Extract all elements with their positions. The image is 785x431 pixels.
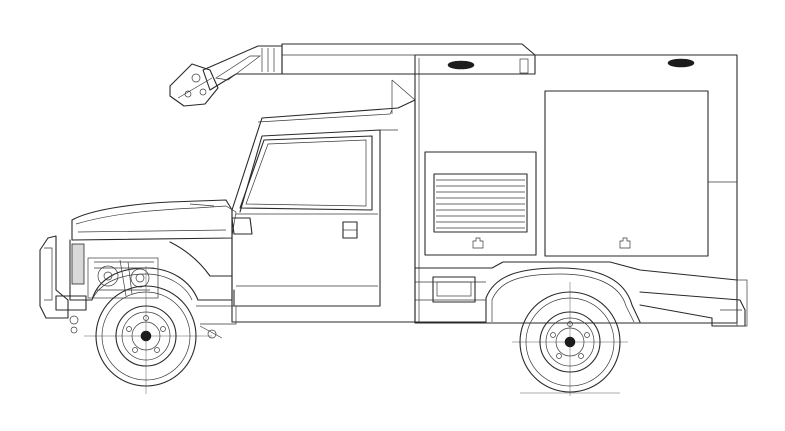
side-mirror-icon [231,217,253,235]
vehicle-cab [225,79,416,323]
rear-body-box [281,43,748,327]
front-wheel [84,266,212,394]
cab-window [239,135,373,211]
louver-vent [433,173,528,233]
latch-handle-right-icon [619,237,631,249]
roof-beacon-right-icon [667,58,695,68]
side-compartment-right [544,90,709,257]
tow-hook-icon [69,315,79,325]
side-step-box [432,276,476,303]
side-compartment-left [424,151,537,256]
vehicle-hood-front [39,199,487,339]
roof-beacon-left-icon [447,60,475,70]
boom-nozzle-fixture [169,63,219,107]
front-bullbar [39,235,69,319]
rear-wheel [512,282,628,396]
roof-boom-arm [169,45,283,107]
latch-handle-left-icon [472,237,484,249]
